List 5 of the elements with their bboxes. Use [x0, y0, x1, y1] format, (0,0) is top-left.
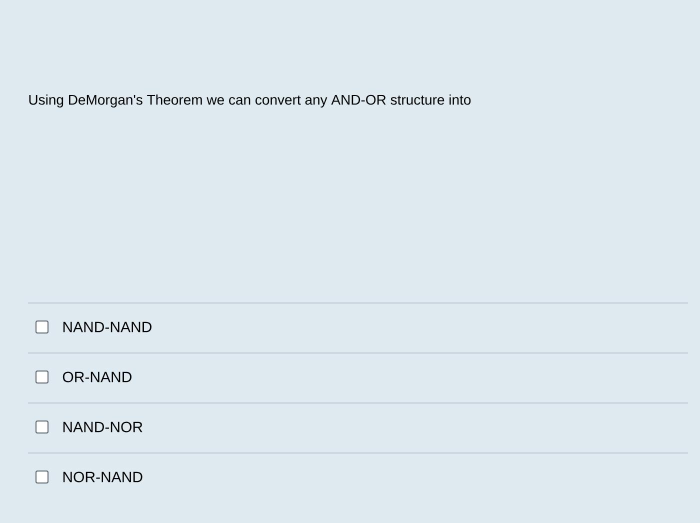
option-text: OR-NAND: [62, 372, 132, 382]
option-text: NAND-NOR: [63, 422, 142, 432]
option-text: NAND-NAND: [63, 322, 152, 332]
question-text: Using DeMorgan's Theorem we can convert any AND-OR structure into: [29, 94, 471, 108]
option-text: NOR-NAND: [63, 472, 142, 482]
